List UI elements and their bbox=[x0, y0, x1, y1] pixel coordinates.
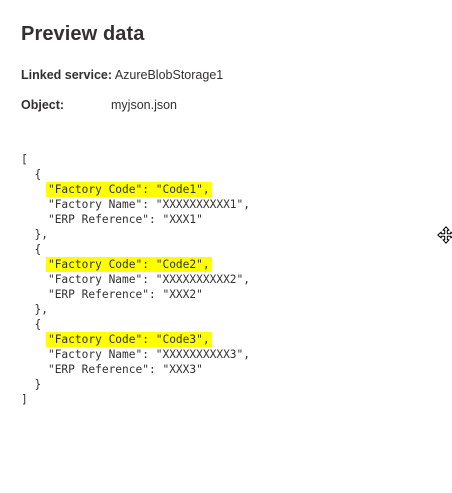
json-line: { bbox=[21, 242, 250, 257]
json-line: "ERP Reference": "XXX3" bbox=[21, 362, 250, 377]
json-text: } bbox=[34, 378, 42, 391]
linked-service-row: Linked service: AzureBlobStorage1 bbox=[21, 68, 223, 82]
json-line: [ bbox=[21, 152, 250, 167]
json-line: "Factory Code": "Code3", bbox=[21, 332, 250, 347]
highlighted-json-text: "Factory Code": "Code3", bbox=[45, 332, 212, 347]
json-line: }, bbox=[21, 227, 250, 242]
linked-service-value: AzureBlobStorage1 bbox=[114, 68, 224, 82]
json-text: }, bbox=[34, 303, 48, 316]
json-text: "ERP Reference": "XXX1" bbox=[47, 213, 203, 226]
json-preview: [ { "Factory Code": "Code1", "Factory Na… bbox=[21, 152, 250, 407]
highlighted-json-text: "Factory Code": "Code1", bbox=[45, 182, 212, 197]
json-text: [ bbox=[21, 153, 28, 166]
json-line: { bbox=[21, 317, 250, 332]
json-line: ] bbox=[21, 392, 250, 407]
json-text: { bbox=[34, 318, 42, 331]
highlighted-json-text: "Factory Code": "Code2", bbox=[45, 257, 212, 272]
json-line: "Factory Name": "XXXXXXXXXX2", bbox=[21, 272, 250, 287]
json-line: "ERP Reference": "XXX1" bbox=[21, 212, 250, 227]
json-line: "Factory Name": "XXXXXXXXXX1", bbox=[21, 197, 250, 212]
json-text: "Factory Name": "XXXXXXXXXX1", bbox=[47, 198, 251, 211]
json-text: { bbox=[34, 243, 42, 256]
object-label: Object: bbox=[21, 98, 65, 112]
json-text: "ERP Reference": "XXX3" bbox=[47, 363, 203, 376]
json-line: "ERP Reference": "XXX2" bbox=[21, 287, 250, 302]
json-line: "Factory Code": "Code1", bbox=[21, 182, 250, 197]
move-cursor-icon bbox=[437, 226, 452, 244]
json-line: } bbox=[21, 377, 250, 392]
json-line: "Factory Code": "Code2", bbox=[21, 257, 250, 272]
json-text: }, bbox=[34, 228, 48, 241]
json-text: "Factory Name": "XXXXXXXXXX3", bbox=[47, 348, 251, 361]
json-text: ] bbox=[21, 393, 28, 406]
object-value: myjson.json bbox=[111, 98, 177, 112]
json-line: { bbox=[21, 167, 250, 182]
linked-service-label: Linked service: bbox=[21, 68, 113, 82]
json-line: "Factory Name": "XXXXXXXXXX3", bbox=[21, 347, 250, 362]
page-title: Preview data bbox=[21, 23, 145, 45]
json-text: "Factory Name": "XXXXXXXXXX2", bbox=[47, 273, 251, 286]
object-row: Object: myjson.json bbox=[21, 98, 177, 112]
json-text: { bbox=[34, 168, 42, 181]
json-line: }, bbox=[21, 302, 250, 317]
json-text: "ERP Reference": "XXX2" bbox=[47, 288, 203, 301]
